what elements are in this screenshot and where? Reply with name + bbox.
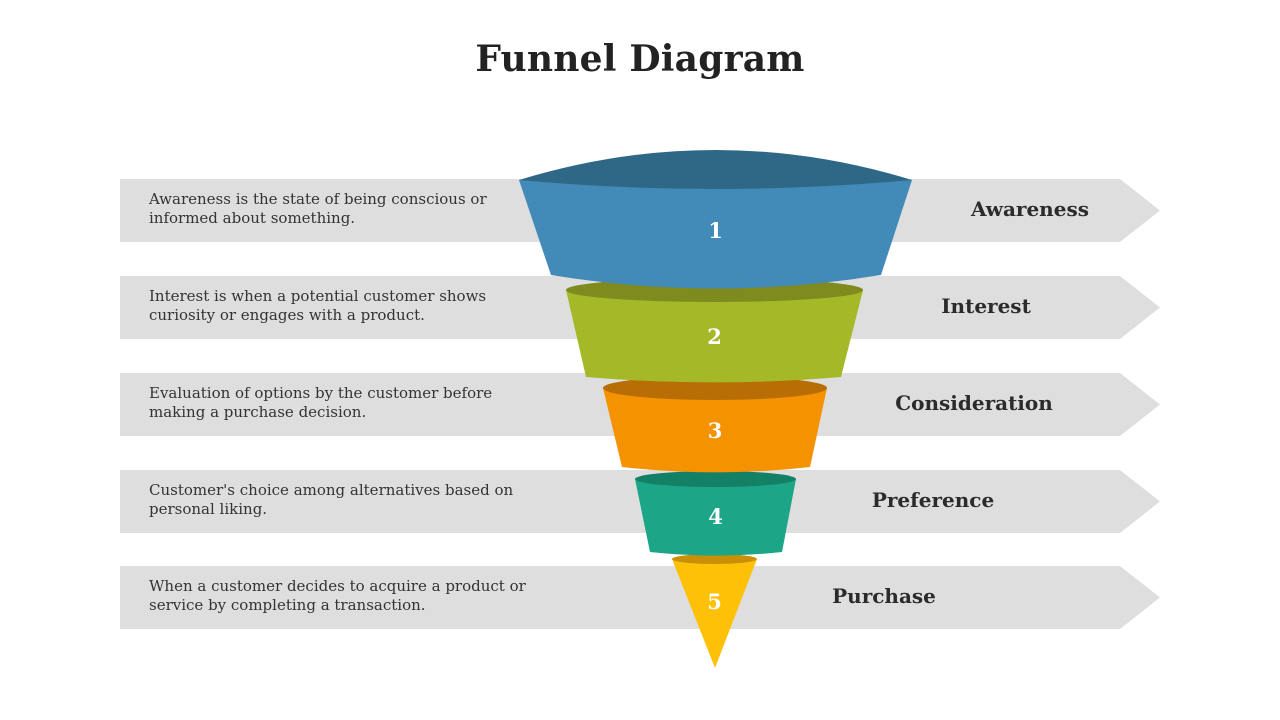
stage-description: Awareness is the state of being consciou…: [149, 190, 487, 227]
funnel-segment-top: [603, 376, 827, 400]
stage-label: Awareness: [971, 197, 1089, 221]
stage-number: 5: [707, 589, 722, 614]
stage-number: 2: [707, 324, 722, 349]
stage-description: When a customer decides to acquire a pro…: [149, 577, 526, 614]
stage-number: 1: [708, 218, 723, 243]
funnel-segment-top: [672, 554, 757, 564]
stage-label: Purchase: [832, 584, 936, 608]
funnel-segment: [519, 180, 912, 289]
funnel-segment: [672, 559, 757, 668]
funnel-segment-opening: [519, 150, 912, 189]
funnel-segment-top: [635, 471, 796, 487]
funnel-segment: [566, 290, 863, 383]
stage-label: Interest: [941, 294, 1031, 318]
stage-band-arrow: [120, 566, 1160, 629]
stage-label: Consideration: [895, 391, 1053, 415]
funnel-segment: [603, 388, 827, 473]
stage-label: Preference: [871, 488, 995, 512]
stage-description: Customer's choice among alternatives bas…: [149, 481, 514, 518]
stage-description: Evaluation of options by the customer be…: [149, 384, 493, 421]
stage-number: 4: [708, 504, 723, 529]
page-title: Funnel Diagram: [475, 38, 805, 80]
stage-number: 3: [708, 418, 723, 443]
funnel-segment: [635, 479, 796, 556]
stage-description: Interest is when a potential customer sh…: [149, 287, 487, 324]
